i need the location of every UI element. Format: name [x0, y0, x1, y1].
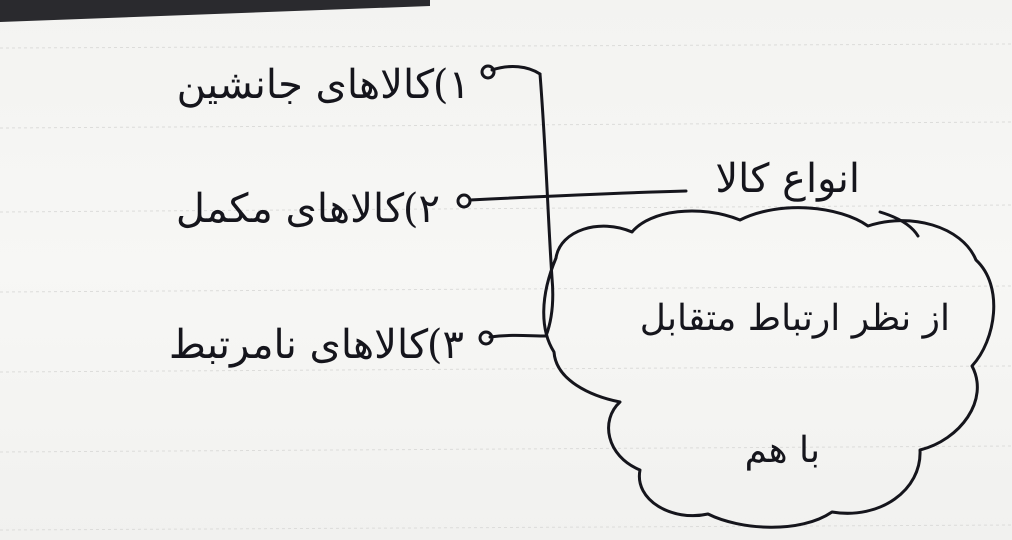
branch-3-text: کالاهای نامرتبط [169, 322, 429, 368]
connector-branch-1 [490, 65, 542, 76]
ruled-lines [0, 43, 1012, 531]
node-dot-2 [456, 193, 472, 209]
note-line-1: از نظر ارتباط متقابل [640, 298, 950, 339]
page-top-edge [0, 0, 430, 22]
connector-branch-3 [488, 333, 548, 339]
branch-3-label: ۳) کالاهای نامرتبط [169, 322, 464, 368]
branch-2-number: ۲) [403, 186, 440, 232]
connector-trunk [538, 72, 555, 338]
root-pointer [878, 210, 920, 238]
note-cloud [542, 206, 996, 529]
note-line-2: با هم [745, 430, 820, 471]
branch-1-number: ۱) [433, 62, 470, 108]
branch-2-text: کالاهای مکمل [176, 186, 405, 232]
node-dot-1 [480, 64, 496, 80]
branch-2-label: ۲) کالاهای مکمل [176, 186, 440, 232]
branch-1-text: کالاهای جانشین [177, 62, 436, 108]
branch-3-number: ۳) [427, 322, 464, 368]
root-label: انواع کالا [715, 156, 860, 202]
connector-branch-2 [468, 189, 688, 202]
node-dot-3 [478, 330, 494, 346]
branch-1-label: ۱) کالاهای جانشین [177, 62, 470, 108]
